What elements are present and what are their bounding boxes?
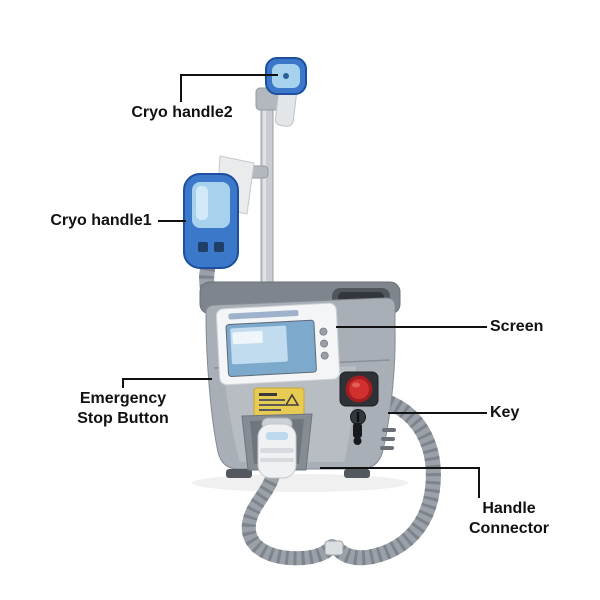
support-pole — [250, 95, 288, 304]
cryo-handle1-graphic — [183, 155, 269, 269]
emergency-stop-pointer-line — [122, 378, 212, 388]
handle-connector-pointer-line — [320, 467, 480, 498]
label-screen: Screen — [490, 318, 544, 335]
label-handle-connector: Handle Connector — [469, 500, 549, 537]
label-cryo-handle2: Cryo handle2 — [131, 104, 233, 121]
cryo-handle2-graphic — [255, 57, 307, 127]
key-switch-graphic — [350, 409, 366, 445]
label-emergency-stop-button: Emergency Stop Button — [77, 390, 169, 427]
control-panel — [215, 302, 341, 386]
machine-shadow — [192, 474, 408, 492]
emergency-stop-button-graphic — [339, 371, 379, 407]
stored-handle-graphic — [257, 417, 297, 479]
label-key: Key — [490, 404, 520, 421]
front-handle-hose — [241, 459, 344, 566]
right-hose — [332, 392, 441, 566]
cryo-handle2-pointer-line — [180, 74, 278, 102]
label-cryo-handle1: Cryo handle1 — [50, 212, 152, 229]
hose-coupler — [324, 540, 344, 556]
annotation-lines — [122, 74, 487, 498]
